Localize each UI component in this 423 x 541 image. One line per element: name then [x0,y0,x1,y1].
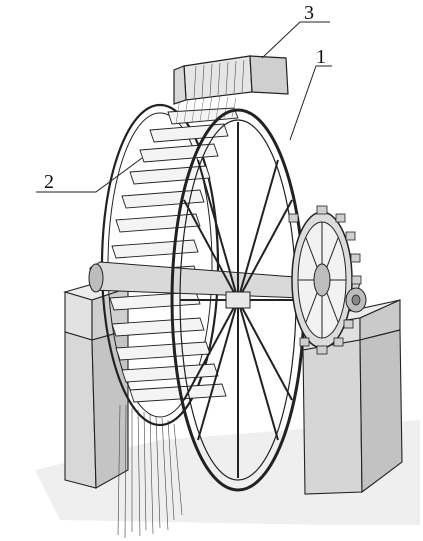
leader-lines [36,21,332,193]
leader-line-1 [289,65,332,141]
label-1: 1 [316,46,326,68]
water-chute [173,55,289,105]
spoke-braces [225,291,251,309]
leader-line-3 [261,21,330,59]
falling-water [117,404,183,539]
gear-teeth [288,205,362,355]
gear-wheel [288,205,362,355]
left-pillar [63,281,131,489]
leader-line-2 [36,157,143,193]
bearing [345,287,367,313]
label-3: 3 [304,2,314,24]
label-2: 2 [44,171,54,193]
water-in-buckets [175,95,237,125]
